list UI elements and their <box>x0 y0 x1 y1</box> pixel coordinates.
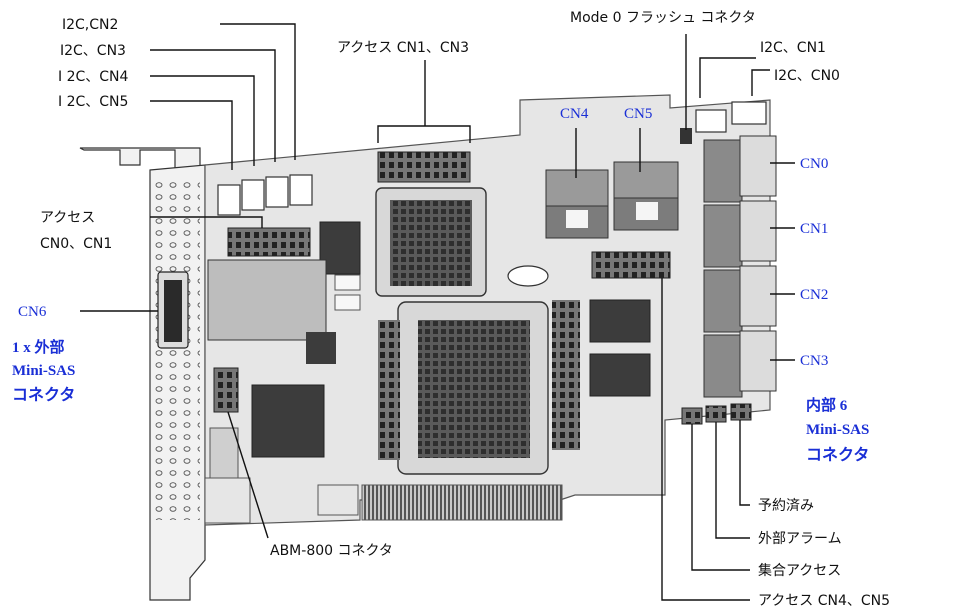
access-header-cn0-cn1 <box>228 228 310 256</box>
label-internal-1: 内部 6 <box>806 396 848 414</box>
upper-heatsink <box>376 188 486 296</box>
label-access-cn4-cn5: アクセス CN4、CN5 <box>758 593 890 609</box>
label-internal-2: Mini-SAS <box>806 422 869 438</box>
label-external-alarm: 外部アラーム <box>758 531 842 547</box>
label-external-1: 1 x 外部 <box>12 338 65 356</box>
i2c-cn1-connector <box>696 110 726 132</box>
label-mode0-flash: Mode 0 フラッシュ コネクタ <box>570 10 756 26</box>
label-cn3: CN3 <box>800 353 828 369</box>
label-abm800: ABM-800 コネクタ <box>270 543 393 559</box>
label-i2c-cn2: I2C,CN2 <box>62 17 118 33</box>
abm800-connector <box>214 368 238 412</box>
internal-connector-cn3 <box>704 331 776 397</box>
i2c-cn0-connector <box>732 102 766 124</box>
crystal-oscillator <box>508 266 548 286</box>
pcie-bracket <box>80 148 205 600</box>
label-cn4: CN4 <box>560 106 589 122</box>
connector-cn5-body <box>614 162 678 230</box>
label-i2c-cn1: I2C、CN1 <box>760 40 826 56</box>
label-access-cn1-cn3: アクセス CN1、CN3 <box>337 40 469 56</box>
access-header-cn1-cn3 <box>378 152 470 182</box>
label-external-3: コネクタ <box>12 385 75 404</box>
chip-right-1 <box>590 300 650 342</box>
label-i2c-cn0: I2C、CN0 <box>774 68 840 84</box>
label-i2c-cn5: I 2C、CN5 <box>58 94 128 110</box>
access-header-cn4-cn5 <box>592 252 670 278</box>
label-aggregate-access: 集合アクセス <box>758 562 841 579</box>
label-access-cn0-cn1-2: CN0、CN1 <box>40 236 112 252</box>
internal-connector-cn0 <box>704 136 776 202</box>
internal-connector-cn1 <box>704 201 776 267</box>
chip-right-2 <box>590 354 650 396</box>
internal-connector-cn2 <box>704 266 776 332</box>
label-i2c-cn3: I2C、CN3 <box>60 43 126 59</box>
label-reserved: 予約済み <box>758 498 814 514</box>
external-mini-sas-connector <box>158 272 188 348</box>
reserved-header <box>731 404 751 420</box>
label-access-cn0-cn1-1: アクセス <box>40 210 95 226</box>
aggregate-access-header <box>682 408 702 424</box>
label-cn1: CN1 <box>800 221 828 237</box>
chip-mid <box>306 332 336 364</box>
label-internal-3: コネクタ <box>806 445 869 464</box>
label-i2c-cn4: I 2C、CN4 <box>58 69 129 85</box>
mode0-flash-connector <box>680 128 692 144</box>
external-alarm-header <box>706 406 726 422</box>
label-cn2: CN2 <box>800 287 828 303</box>
label-cn5: CN5 <box>624 106 652 122</box>
connector-cn4-body <box>546 170 608 238</box>
label-cn6: CN6 <box>18 304 47 320</box>
chip-large <box>252 385 324 457</box>
label-cn0: CN0 <box>800 156 828 172</box>
memory-module <box>208 260 326 340</box>
label-external-2: Mini-SAS <box>12 363 75 379</box>
